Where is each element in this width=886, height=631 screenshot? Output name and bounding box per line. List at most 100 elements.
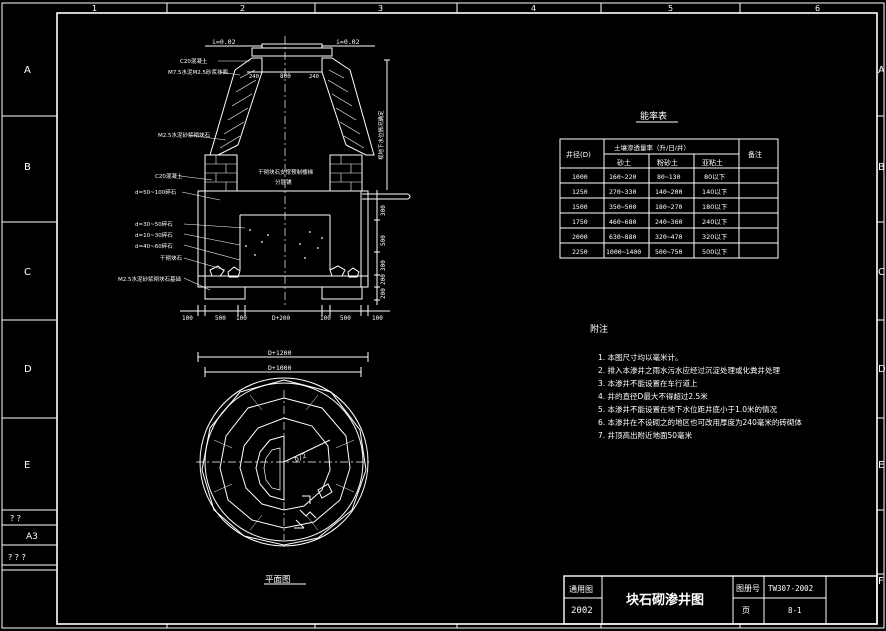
- plan-caption: 平面图: [265, 575, 291, 585]
- table-cell: 2250: [572, 248, 588, 256]
- side-block-line3: ? ? ?: [8, 553, 26, 562]
- callout-10: M2.5水泥砂浆砌块石基础: [118, 275, 181, 283]
- callout-7: d=10~30碎石: [135, 231, 173, 239]
- table-cell: 1000~1400: [606, 248, 641, 256]
- table-cell: 320以下: [702, 233, 728, 241]
- title-page-no: 8-1: [788, 606, 802, 615]
- table-header-remark: 备注: [748, 150, 762, 159]
- col-label-6: 6: [815, 4, 820, 13]
- row-label-c-right: C: [878, 267, 885, 278]
- right-dim-2: 500: [380, 235, 387, 246]
- table-cell: 500以下: [702, 248, 728, 256]
- bottom-dim-1: 100: [182, 315, 193, 322]
- callout-5: d=50~100碎石: [135, 188, 177, 196]
- table-cell: 1750: [572, 218, 588, 226]
- title-label-page: 页: [742, 606, 750, 615]
- table-cell: 1500: [572, 203, 588, 211]
- side-block-line1: ? ?: [10, 514, 21, 523]
- callout-8: d=40~60碎石: [135, 242, 173, 250]
- inner-note-line2: 分层铺: [275, 178, 292, 186]
- row-label-d: D: [24, 364, 32, 375]
- top-dim-right: 240: [309, 74, 319, 80]
- col-label-1: 1: [92, 4, 97, 13]
- title-year: 2002: [571, 606, 593, 616]
- col-label-2: 2: [240, 4, 245, 13]
- inner-note-line1: 干砌块石支撑预制楼梯: [258, 168, 314, 176]
- table-cell: 270~330: [609, 188, 636, 196]
- notes-heading: 附注: [590, 323, 608, 335]
- row-label-a: A: [24, 65, 31, 76]
- capacity-table: [559, 121, 779, 259]
- table-cell: 140~200: [655, 188, 682, 196]
- table-header-diameter: 井径(D): [566, 150, 591, 159]
- note-item: 6. 本渗井在不设砌之的地区也可改用厚度为240毫米的砖砌体: [598, 417, 802, 427]
- right-dim-5: 200: [380, 288, 387, 299]
- section-view: [179, 36, 411, 316]
- callout-4: C20混凝土: [155, 172, 183, 180]
- table-cell: 160~220: [609, 173, 636, 181]
- bottom-dim-5: 100: [320, 315, 331, 322]
- callout-2: M7.5水泥M2.5砂浆抹面: [168, 68, 228, 76]
- table-title: 能率表: [640, 110, 667, 122]
- callout-6: d=30~50碎石: [135, 220, 173, 228]
- title-set-no: TW307-2002: [768, 584, 813, 593]
- note-item: 3. 本渗井不能设置在车行道上: [598, 378, 698, 388]
- bottom-dim-4: D+200: [272, 315, 290, 322]
- title-block: [563, 575, 878, 625]
- table-subheader-silty-sand: 粉砂土: [657, 158, 678, 167]
- slope-label-right: i=0.02: [336, 38, 360, 46]
- col-label-3: 3: [378, 4, 383, 13]
- row-label-b: B: [24, 162, 31, 173]
- title-label-set-no: 图册号: [736, 584, 760, 593]
- table-cell: 1000: [572, 173, 588, 181]
- table-cell: 80以下: [704, 173, 726, 181]
- drawing-title: 块石砌渗井图: [626, 592, 704, 608]
- table-cell: 140以下: [702, 188, 728, 196]
- table-header-group: 土壤渗透量率（升/日/井）: [614, 143, 690, 152]
- table-cell: 2000: [572, 233, 588, 241]
- row-label-e: E: [24, 460, 30, 471]
- row-label-b-right: B: [878, 162, 885, 173]
- bottom-dim-6: 500: [340, 315, 351, 322]
- right-vertical-note: 视地下水位情况确定: [377, 110, 385, 160]
- section-view-labels: i=0.02 i=0.02 240 800 240 C20混凝土 M7.5水泥M…: [118, 38, 387, 322]
- bottom-dim-7: 100: [372, 315, 383, 322]
- table-cell: 630~880: [609, 233, 636, 241]
- table-cell: 460~680: [609, 218, 636, 226]
- plan-dim-inner: D+1000: [268, 364, 292, 372]
- note-item: 2. 排入本渗井之雨水污水应经过沉淀处理或化粪井处理: [598, 365, 781, 375]
- row-label-a-right: A: [878, 65, 885, 76]
- note-item: 5. 本渗井不能设置在地下水位距井底小于1.0米的情况: [598, 404, 777, 414]
- table-cell: 180以下: [702, 203, 728, 211]
- capacity-table-text: 能率表 井径(D) 土壤渗透量率（升/日/井） 砂土 粉砂土 亚粘土 备注 10…: [566, 110, 762, 256]
- row-label-c: C: [24, 267, 31, 278]
- col-label-5: 5: [668, 4, 673, 13]
- col-label-4: 4: [531, 4, 536, 13]
- table-cell: 180~270: [655, 203, 682, 211]
- row-label-d-right: D: [878, 364, 886, 375]
- slope-label-left: i=0.02: [212, 38, 236, 46]
- right-dim-1: 300: [380, 205, 387, 216]
- note-item: 1. 本图尺寸均以毫米计。: [598, 352, 683, 362]
- plan-radius-label: D/2: [293, 452, 307, 464]
- right-dim-3: 300: [380, 260, 387, 271]
- frame-labels: 1 2 3 4 5 6 A B C D E A B C D E F ? ? A3…: [8, 4, 886, 587]
- top-dim-center: 800: [280, 73, 291, 80]
- table-subheader-sand: 砂土: [617, 158, 631, 167]
- table-subheader-clay: 亚粘土: [702, 158, 723, 167]
- table-cell: 240以下: [702, 218, 728, 226]
- plan-dim-outer: D+1200: [268, 349, 292, 357]
- plan-view: [196, 352, 372, 585]
- row-label-f-right: F: [878, 576, 884, 587]
- title-label-general: 通用图: [569, 584, 593, 594]
- row-label-e-right: E: [878, 460, 884, 471]
- table-cell: 80~130: [657, 173, 681, 181]
- table-cell: 1250: [572, 188, 588, 196]
- callout-9: 干砌块石: [160, 254, 183, 262]
- bottom-dim-2: 500: [215, 315, 226, 322]
- table-cell: 240~360: [655, 218, 682, 226]
- table-cell: 350~500: [609, 203, 636, 211]
- title-block-text: 通用图 2002 块石砌渗井图 图册号 TW307-2002 页 8-1: [569, 584, 813, 616]
